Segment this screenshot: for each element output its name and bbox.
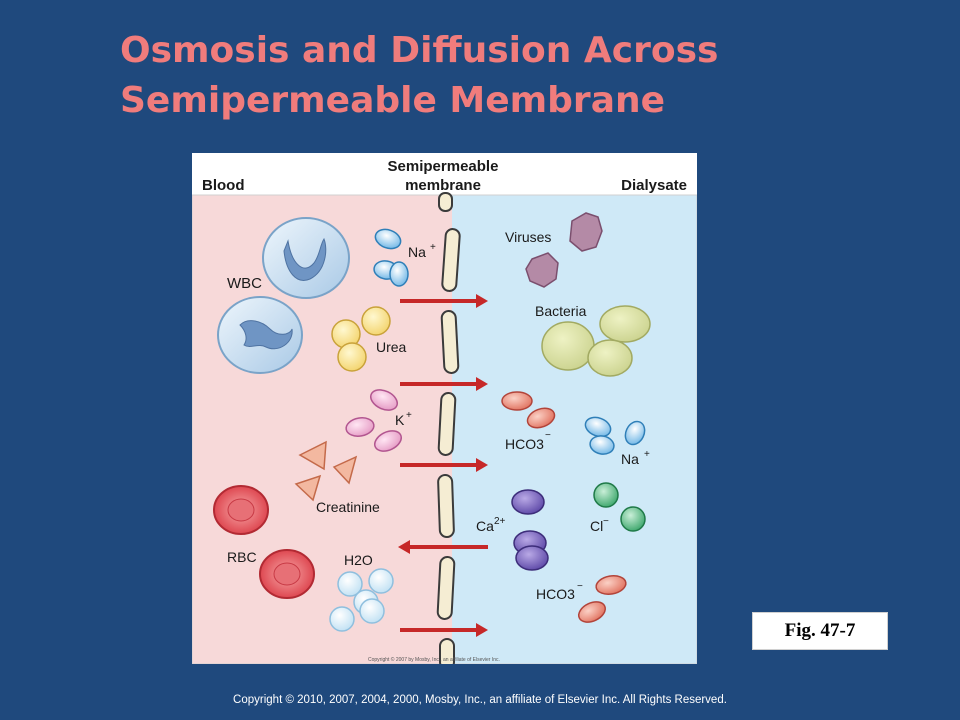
- na-right-charge: +: [644, 449, 650, 460]
- label-ca: Ca: [476, 518, 494, 534]
- bacteria: [541, 305, 651, 377]
- label-h2o: H2O: [344, 552, 373, 568]
- label-urea: Urea: [376, 339, 407, 355]
- label-bacteria: Bacteria: [535, 303, 587, 319]
- potassium-ions: [345, 389, 402, 452]
- sodium-ions-blood: [373, 228, 409, 287]
- slide-title-line2: Semipermeable Membrane: [120, 80, 666, 121]
- viruses: [525, 212, 603, 288]
- figure-small-copyright: Copyright © 2007 by Mosby, Inc., an affi…: [368, 656, 500, 663]
- rbc-cells: [213, 485, 315, 599]
- label-wbc: WBC: [227, 275, 262, 292]
- label-rbc: RBC: [227, 549, 257, 565]
- label-hco3-top: HCO3: [505, 436, 544, 452]
- label-na-left: Na: [408, 244, 426, 260]
- slide-title-line1: Osmosis and Diffusion Across: [120, 30, 719, 71]
- copyright-footer: Copyright © 2010, 2007, 2004, 2000, Mosb…: [233, 694, 727, 706]
- water-molecules: [329, 568, 394, 632]
- header-dialysate: Dialysate: [621, 177, 687, 194]
- label-hco3-bottom: HCO3: [536, 586, 575, 602]
- diffusion-arrows: [398, 294, 488, 637]
- hco3-bottom-charge: −: [577, 581, 583, 592]
- label-cl: Cl: [590, 518, 603, 534]
- diffusion-figure: Blood Semipermeable membrane Dialysate: [192, 153, 697, 664]
- wbc-cells: [217, 217, 350, 374]
- calcium-ions: [511, 489, 549, 571]
- figure-illustration: Blood Semipermeable membrane Dialysate: [192, 158, 697, 664]
- ca-charge: 2+: [494, 516, 506, 527]
- chloride-ions: [593, 482, 646, 532]
- figure-number-label: Fig. 47-7: [752, 612, 888, 650]
- na-left-charge: +: [430, 242, 436, 253]
- slide-title: Osmosis and Diffusion Across Semipermeab…: [120, 26, 880, 126]
- membrane: [436, 192, 461, 664]
- header-membrane-line2: membrane: [405, 177, 481, 194]
- creatinine-molecules: [294, 440, 358, 502]
- cl-charge: −: [603, 516, 609, 527]
- hco3-top-charge: −: [545, 430, 551, 441]
- sodium-ions-dialysate: [584, 416, 646, 455]
- label-na-right: Na: [621, 451, 639, 467]
- dialysate-compartment: [452, 195, 697, 664]
- label-k: K: [395, 412, 405, 428]
- label-creatinine: Creatinine: [316, 499, 380, 515]
- urea-molecules: [331, 306, 391, 372]
- bicarbonate-ions-bottom: [578, 575, 627, 623]
- bicarbonate-ions-top: [501, 391, 556, 429]
- label-viruses: Viruses: [505, 229, 551, 245]
- header-blood: Blood: [202, 177, 245, 194]
- k-charge: +: [406, 410, 412, 421]
- header-membrane-line1: Semipermeable: [388, 158, 499, 175]
